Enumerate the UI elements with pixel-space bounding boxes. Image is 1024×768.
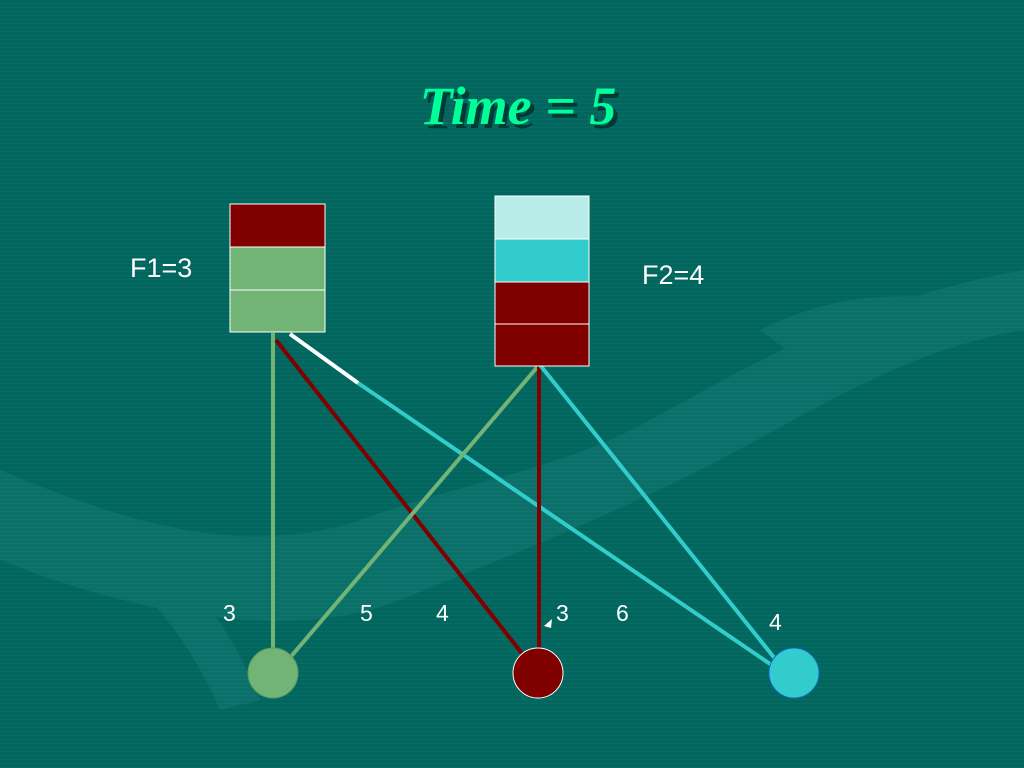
small-arrow-marker: [544, 619, 552, 628]
edge-label: 5: [360, 600, 373, 626]
edge-f2-green: [286, 356, 547, 662]
cyan-node: [768, 647, 820, 699]
edge-label: 4: [436, 600, 449, 626]
green-node: [247, 647, 299, 699]
edges: [271, 332, 778, 670]
queue-f2-cell: [494, 323, 590, 367]
edge-labels: 3 5 4 3 6 4: [223, 600, 782, 635]
queue-f1-cell: [229, 203, 326, 248]
edge-f1-red: [274, 338, 526, 658]
queue-f2-cell: [494, 238, 590, 283]
page-title: Time = 5: [420, 76, 617, 136]
edge-label: 4: [769, 609, 782, 635]
edge-label: 3: [556, 600, 569, 626]
queue-f1-label: F1=3: [130, 253, 192, 283]
red-node: [512, 647, 564, 699]
queue-f2: [494, 195, 590, 367]
queue-f2-cell: [494, 195, 590, 240]
edge-label: 3: [223, 600, 236, 626]
edge-f1-cyan: [356, 381, 778, 670]
queue-f2-label: F2=4: [642, 260, 704, 290]
edge-f1-white-segment: [288, 332, 360, 385]
queue-f1: [229, 203, 326, 333]
edge-f2-cyan: [538, 363, 778, 662]
queue-f2-cell: [494, 281, 590, 325]
queue-f1-cell: [229, 289, 326, 333]
title-shadow: Time = 5: [424, 80, 621, 140]
background-hand-decoration: [0, 270, 1024, 710]
edge-label: 6: [616, 600, 629, 626]
queue-f1-cell: [229, 246, 326, 291]
